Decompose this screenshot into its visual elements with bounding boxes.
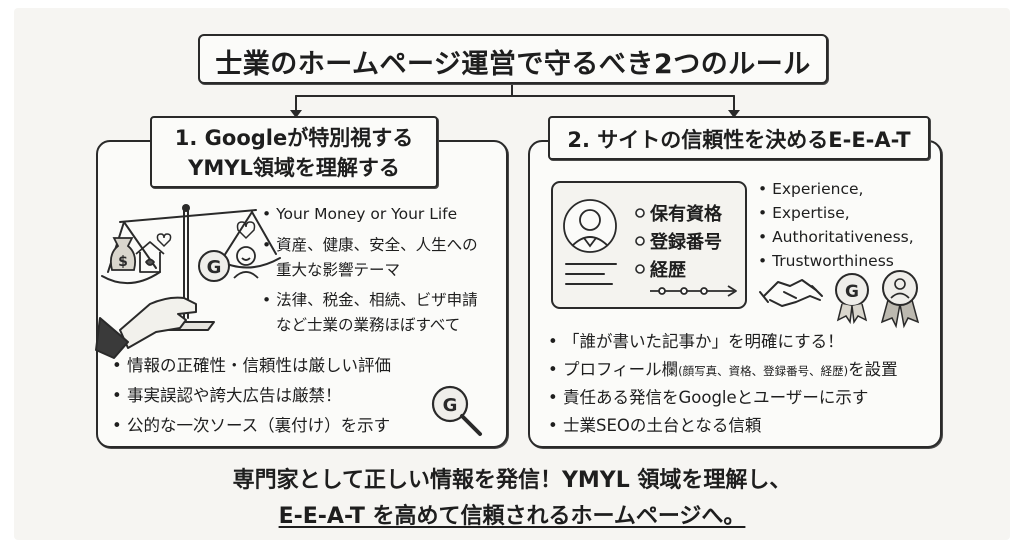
- title-box: 士業のホームページ運営で守るべき2つのルール: [198, 34, 828, 84]
- ymyl-bullet-2: • 資産、健康、安全、人生への: [262, 236, 478, 254]
- money-bag-icon: $: [109, 237, 137, 271]
- panel2-heading: 2. サイトの信頼性を決めるE-E-A-T: [567, 128, 911, 152]
- arrow-left-head: [290, 110, 302, 118]
- panel2-bullet-profile: • プロフィール欄(顔写真、資格、登録番号、経歴)を設置: [548, 356, 898, 380]
- svg-text:G: G: [845, 282, 859, 302]
- eeat-experience: • Experience,: [758, 180, 864, 198]
- smiling-person-icon: [233, 246, 259, 279]
- panel1-bullet-public-sources: • 公的な一次ソース（裏付け）を示す: [112, 416, 391, 435]
- panel2-bullet-author: • 「誰が書いた記事か」を明確にする！: [548, 332, 844, 351]
- google-medal-icon: G: [835, 273, 869, 325]
- panel2-bullet-foundation: • 士業SEOの土台となる信頼: [548, 416, 762, 435]
- handshake-icon: [759, 279, 823, 307]
- svg-text:$: $: [118, 254, 128, 270]
- panel2-bullet-responsibility: • 責任ある発信をGoogleとユーザーに示す: [548, 388, 869, 407]
- arrow-right-head: [728, 110, 740, 118]
- hand-icon: [119, 296, 197, 349]
- ymyl-bullet-3: • 法律、税金、相続、ビザ申請: [262, 291, 478, 309]
- panel2-heading-box: 2. サイトの信頼性を決めるE-E-A-T: [548, 116, 930, 160]
- panel1-heading-line2: YMYL領域を理解する: [188, 156, 400, 180]
- scale-pan-left: [101, 271, 161, 285]
- profile-item-qualifications: 保有資格: [650, 204, 722, 225]
- panel2-bullet-profile-paren: (顔写真、資格、登録番号、経歴): [678, 364, 849, 378]
- award-ribbon-icon: [880, 270, 920, 329]
- heart-icon-right: [236, 221, 256, 240]
- heart-icon: [156, 233, 172, 248]
- ymyl-bullet-3-cont: など士業の業務ほぼすべて: [276, 316, 461, 334]
- career-timeline: [650, 285, 737, 297]
- sleeve: [95, 317, 129, 359]
- profile-item-registration-number: 登録番号: [650, 232, 722, 253]
- page-title: 士業のホームページ運営で守るべき2つのルール: [215, 49, 811, 80]
- profile-item-career: 経歴: [650, 260, 686, 281]
- house-icon: [135, 241, 165, 273]
- svg-text:G: G: [207, 257, 222, 278]
- panel1-bullet-no-misinfo: • 事実誤認や誇大広告は厳禁！: [112, 386, 342, 405]
- google-coin-icon: G: [198, 250, 230, 282]
- ymyl-bullet-1: • Your Money or Your Life: [262, 205, 458, 223]
- panel1-bullet-accuracy: • 情報の正確性・信頼性は厳しい評価: [112, 356, 391, 375]
- panel2-bullet-profile-start: • プロフィール欄: [548, 360, 679, 379]
- message-line-2: E-E-A-T を高めて信頼されるホームページへ。: [0, 498, 1024, 530]
- ymyl-bullet-2-cont: 重大な影響テーマ: [276, 261, 401, 279]
- eeat-expertise: • Expertise,: [758, 204, 850, 222]
- eeat-authoritativeness: • Authoritativeness,: [758, 228, 914, 246]
- message-line-1: 専門家として正しい情報を発信！YMYL 領域を理解し、: [232, 468, 792, 493]
- message-line-2-text: E-E-A-T を高めて信頼されるホームページへ。: [278, 504, 746, 529]
- eeat-trustworthiness: • Trustworthiness: [758, 252, 894, 270]
- svg-text:G: G: [443, 395, 458, 416]
- panel2-bullet-profile-end: を設置: [848, 360, 898, 379]
- avatar-icon: [563, 199, 617, 253]
- panel1-heading-box: 1. Googleが特別視する YMYL領域を理解する: [150, 116, 438, 188]
- panel1-heading-line1: 1. Googleが特別視する: [174, 126, 414, 150]
